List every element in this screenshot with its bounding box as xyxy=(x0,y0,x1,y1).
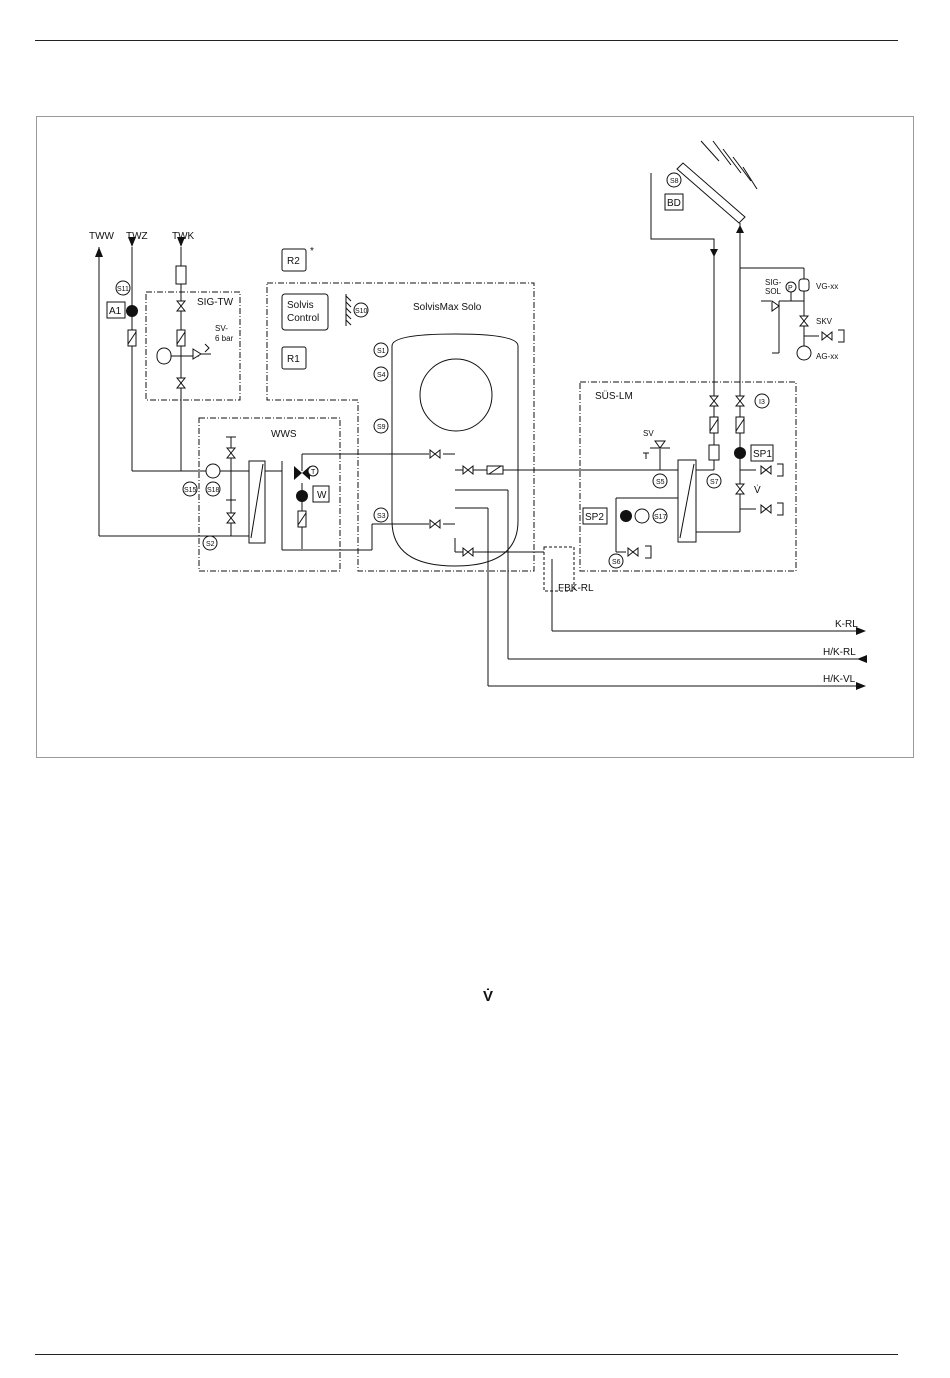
label-sv6bar-line1: SV- xyxy=(215,324,228,333)
label-sp1: SP1 xyxy=(753,449,772,460)
solar-collector xyxy=(677,141,757,223)
label-twz: TWZ xyxy=(126,231,148,242)
sensor-s9: S9 xyxy=(377,424,386,431)
label-k-rl: K-RL xyxy=(835,619,858,630)
label-sig-sol-line1: SIG- xyxy=(765,278,782,287)
sensor-s5: S5 xyxy=(656,479,665,486)
flow-rate-symbol: V̇ xyxy=(483,988,493,1005)
sensor-s7: S7 xyxy=(710,479,719,486)
label-wws: WWS xyxy=(271,429,297,440)
label-sv: SV xyxy=(643,429,654,438)
label-vg: VG-xx xyxy=(816,282,838,291)
sensor-s17: S17 xyxy=(654,514,667,521)
sig-tw-box xyxy=(146,292,240,400)
label-a1: A1 xyxy=(109,306,122,317)
hydraulic-schematic: TWW TWZ TWK SIG-TW SV- 6 bar R2 * Solvis… xyxy=(37,117,913,757)
sensor-s18: S18 xyxy=(207,487,220,494)
label-twk: TWK xyxy=(172,231,195,242)
tank-inner-circle xyxy=(420,359,492,431)
label-sig-tw: SIG-TW xyxy=(197,297,234,308)
sensor-i3: I3 xyxy=(759,399,765,406)
label-solvis: Solvis xyxy=(287,300,314,311)
label-skv: SKV xyxy=(816,317,833,326)
diagram-frame: TWW TWZ TWK SIG-TW SV- 6 bar R2 * Solvis… xyxy=(36,116,914,758)
sensor-s2: S2 xyxy=(206,541,215,548)
sensor-s11: S11 xyxy=(117,286,129,293)
sensor-s15: S15 xyxy=(184,487,197,494)
label-w: W xyxy=(317,490,327,501)
label-hk-rl: H/K-RL xyxy=(823,647,856,658)
label-ag: AG-xx xyxy=(816,352,838,361)
label-vdot-diagram: V̇ xyxy=(754,483,761,496)
sensor-s10: S10 xyxy=(355,308,368,315)
label-bd: BD xyxy=(667,198,681,209)
label-tww: TWW xyxy=(89,231,115,242)
label-sp2: SP2 xyxy=(585,512,604,523)
label-r2: R2 xyxy=(287,256,300,267)
sensor-s8: S8 xyxy=(670,178,679,185)
label-hk-vl: H/K-VL xyxy=(823,674,856,685)
sensor-s3: S3 xyxy=(377,513,386,520)
label-p: P xyxy=(788,285,793,292)
label-r2-star: * xyxy=(310,246,314,257)
label-control: Control xyxy=(287,313,319,324)
label-sus-lm: SÜS-LM xyxy=(595,390,633,402)
sensor-s6: S6 xyxy=(612,559,621,566)
label-sig-sol-line2: SOL xyxy=(765,287,782,296)
label-fbk-rl: FBK-RL xyxy=(558,583,594,594)
label-r1: R1 xyxy=(287,354,300,365)
sensor-s1: S1 xyxy=(377,348,386,355)
header-rule xyxy=(35,40,898,41)
label-t: T xyxy=(311,469,316,476)
sensor-s4: S4 xyxy=(377,372,386,379)
footer-rule xyxy=(35,1354,898,1355)
label-sv6bar-line2: 6 bar xyxy=(215,334,234,343)
label-solvismax: SolvisMax Solo xyxy=(413,302,482,313)
storage-tank xyxy=(392,334,518,566)
